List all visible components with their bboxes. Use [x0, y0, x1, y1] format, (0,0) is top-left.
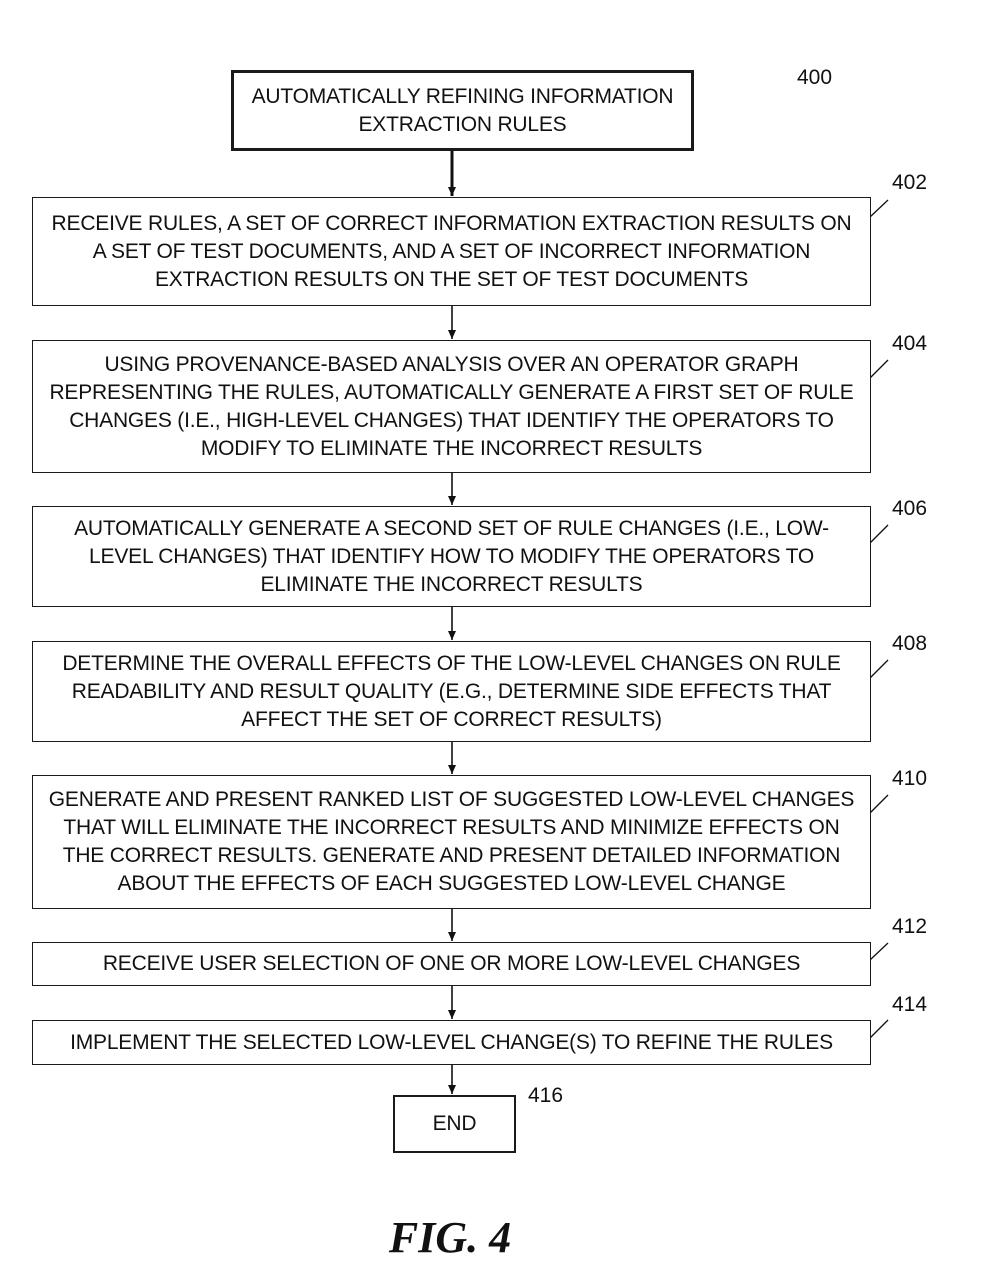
figure-label: FIG. 4	[388, 1213, 512, 1262]
step-label-414: IMPLEMENT THE SELECTED LOW-LEVEL CHANGE(…	[70, 1030, 833, 1054]
leader-406	[869, 524, 889, 544]
end-box: END	[393, 1095, 516, 1153]
leader-408	[869, 659, 889, 679]
step-box-406: AUTOMATICALLY GENERATE A SECOND SET OF R…	[32, 506, 871, 607]
step-box-404: USING PROVENANCE-BASED ANALYSIS OVER AN …	[32, 340, 871, 473]
leader-404	[869, 359, 889, 379]
step-box-402: RECEIVE RULES, A SET OF CORRECT INFORMAT…	[32, 197, 871, 306]
start-box-label: AUTOMATICALLY REFINING INFORMATION EXTRA…	[251, 84, 674, 136]
leader-414	[869, 1019, 889, 1039]
reference-number-400: 400	[797, 66, 833, 89]
reference-number-414: 414	[892, 993, 928, 1016]
start-box: AUTOMATICALLY REFINING INFORMATION EXTRA…	[231, 70, 694, 151]
step-label-410: GENERATE AND PRESENT RANKED LIST OF SUGG…	[48, 788, 855, 895]
reference-number-408: 408	[892, 632, 928, 655]
reference-number-410: 410	[892, 767, 928, 790]
end-box-label: END	[432, 1112, 477, 1135]
step-label-406: AUTOMATICALLY GENERATE A SECOND SET OF R…	[74, 516, 829, 596]
reference-number-412: 412	[892, 915, 928, 938]
reference-number-416: 416	[528, 1084, 564, 1107]
reference-number-402: 402	[892, 171, 928, 194]
reference-number-404: 404	[892, 332, 928, 355]
step-box-410: GENERATE AND PRESENT RANKED LIST OF SUGG…	[32, 775, 871, 909]
step-box-412: RECEIVE USER SELECTION OF ONE OR MORE LO…	[32, 942, 871, 986]
step-box-414: IMPLEMENT THE SELECTED LOW-LEVEL CHANGE(…	[32, 1020, 871, 1065]
step-label-404: USING PROVENANCE-BASED ANALYSIS OVER AN …	[49, 352, 854, 460]
leader-402	[869, 199, 889, 218]
step-box-408: DETERMINE THE OVERALL EFFECTS OF THE LOW…	[32, 641, 871, 742]
step-label-408: DETERMINE THE OVERALL EFFECTS OF THE LOW…	[62, 651, 841, 731]
step-label-402: RECEIVE RULES, A SET OF CORRECT INFORMAT…	[51, 211, 852, 291]
leader-412	[869, 942, 889, 961]
reference-number-406: 406	[892, 497, 928, 520]
step-label-412: RECEIVE USER SELECTION OF ONE OR MORE LO…	[102, 952, 801, 975]
leader-410	[869, 794, 889, 814]
